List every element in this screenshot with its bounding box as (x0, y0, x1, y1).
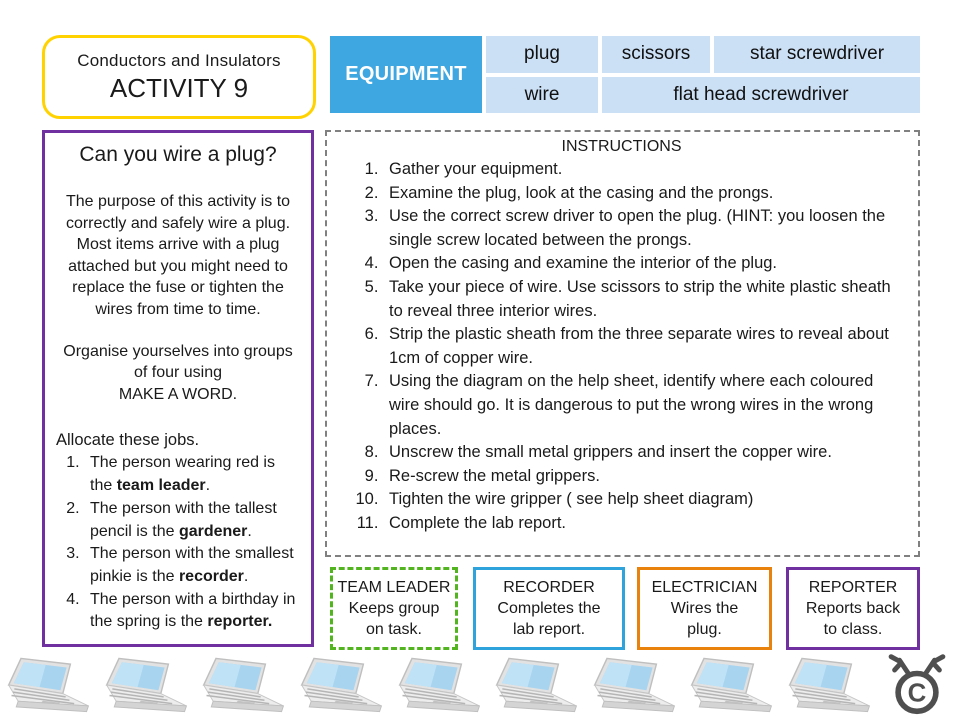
purpose-paragraph: The purpose of this activity is to corre… (65, 193, 291, 318)
activity-overview-panel: Can you wire a plug? The purpose of this… (42, 130, 314, 647)
activity-title-box: Conductors and Insulators ACTIVITY 9 (42, 35, 316, 119)
equipment-header-cell: EQUIPMENT (330, 36, 482, 113)
role-title: TEAM LEADER (337, 578, 451, 596)
role-title: ELECTRICIAN (651, 578, 758, 596)
job-item: The person with the smallest pinkie is t… (84, 543, 300, 588)
laptop-icon (788, 657, 871, 713)
instruction-step: Complete the lab report. (383, 512, 906, 536)
job-role-bold: team leader (116, 477, 206, 495)
laptop-icon (300, 657, 383, 713)
job-text-end: . (243, 567, 249, 585)
instruction-step: Gather your equipment. (383, 158, 906, 182)
svg-text:C: C (908, 680, 927, 708)
laptop-icon (105, 657, 187, 713)
instructions-heading: INSTRUCTIONS (561, 138, 682, 155)
role-title: REPORTER (808, 578, 898, 596)
laptop-icon (593, 657, 675, 713)
instruction-step: Use the correct screw driver to open the… (383, 205, 906, 252)
equipment-cell-star-screwdriver: star screwdriver (714, 36, 920, 73)
job-role-bold: gardener (178, 522, 248, 540)
job-text: The person with a birthday in the spring… (90, 590, 296, 631)
instruction-step: Re-screw the metal grippers. (383, 465, 906, 489)
lesson-title: Conductors and Insulators (77, 50, 281, 70)
laptop-icon (203, 657, 285, 713)
equipment-table: EQUIPMENT plug scissors star screwdriver… (330, 36, 920, 113)
instruction-step: Strip the plastic sheath from the three … (383, 323, 906, 370)
equipment-cell-plug: plug (486, 36, 598, 73)
role-box-team-leader: TEAM LEADER Keeps group on task. (330, 567, 458, 650)
laptop-icon (691, 657, 773, 713)
job-item: The person wearing red is the team leade… (84, 452, 300, 497)
panel-heading: Can you wire a plug? (79, 143, 277, 166)
instructions-list: Gather your equipment. Examine the plug,… (337, 158, 906, 536)
equipment-cell-wire: wire (486, 76, 598, 113)
role-title: RECORDER (503, 578, 595, 596)
job-text-end: . (205, 477, 211, 495)
organise-paragraph: Organise yourselves into groups of four … (63, 342, 293, 403)
laptop-icon (398, 657, 480, 713)
instruction-step: Tighten the wire gripper ( see help shee… (383, 488, 906, 512)
job-role-bold: recorder (178, 567, 244, 585)
job-text: The person with the tallest pencil is th… (90, 499, 277, 540)
job-text-end: . (247, 522, 252, 540)
jobs-list: The person wearing red is the team leade… (56, 452, 300, 634)
job-item: The person with the tallest pencil is th… (84, 498, 300, 543)
instruction-step: Examine the plug, look at the casing and… (383, 182, 906, 206)
role-description: Keeps group on task. (348, 599, 440, 639)
laptop-icon (496, 657, 578, 713)
job-item: The person with a birthday in the spring… (84, 589, 300, 634)
copyright-moose-logo: C (888, 654, 946, 715)
job-text: The person with the smallest pinkie is t… (90, 545, 294, 585)
instruction-step: Take your piece of wire. Use scissors to… (383, 276, 906, 323)
equipment-cell-flat-head-screwdriver: flat head screwdriver (602, 76, 920, 113)
role-description: Wires the plug. (670, 599, 739, 639)
role-box-recorder: RECORDER Completes the lab report. (473, 567, 625, 650)
jobs-intro: Allocate these jobs. (56, 431, 200, 450)
instruction-step: Unscrew the small metal grippers and ins… (383, 441, 906, 465)
instruction-step: Using the diagram on the help sheet, ide… (383, 370, 906, 441)
role-description: Reports back to class. (805, 599, 901, 639)
laptop-row (2, 652, 878, 718)
job-text: The person wearing red is the (90, 454, 275, 495)
role-description: Completes the lab report. (497, 599, 601, 639)
laptop-icon (7, 657, 90, 713)
role-box-electrician: ELECTRICIAN Wires the plug. (637, 567, 772, 650)
activity-number: ACTIVITY 9 (109, 72, 249, 103)
job-role-bold: reporter. (207, 613, 273, 631)
instruction-step: Open the casing and examine the interior… (383, 252, 906, 276)
instructions-box: INSTRUCTIONS Gather your equipment. Exam… (325, 130, 920, 557)
equipment-cell-scissors: scissors (602, 36, 710, 73)
role-box-reporter: REPORTER Reports back to class. (786, 567, 920, 650)
